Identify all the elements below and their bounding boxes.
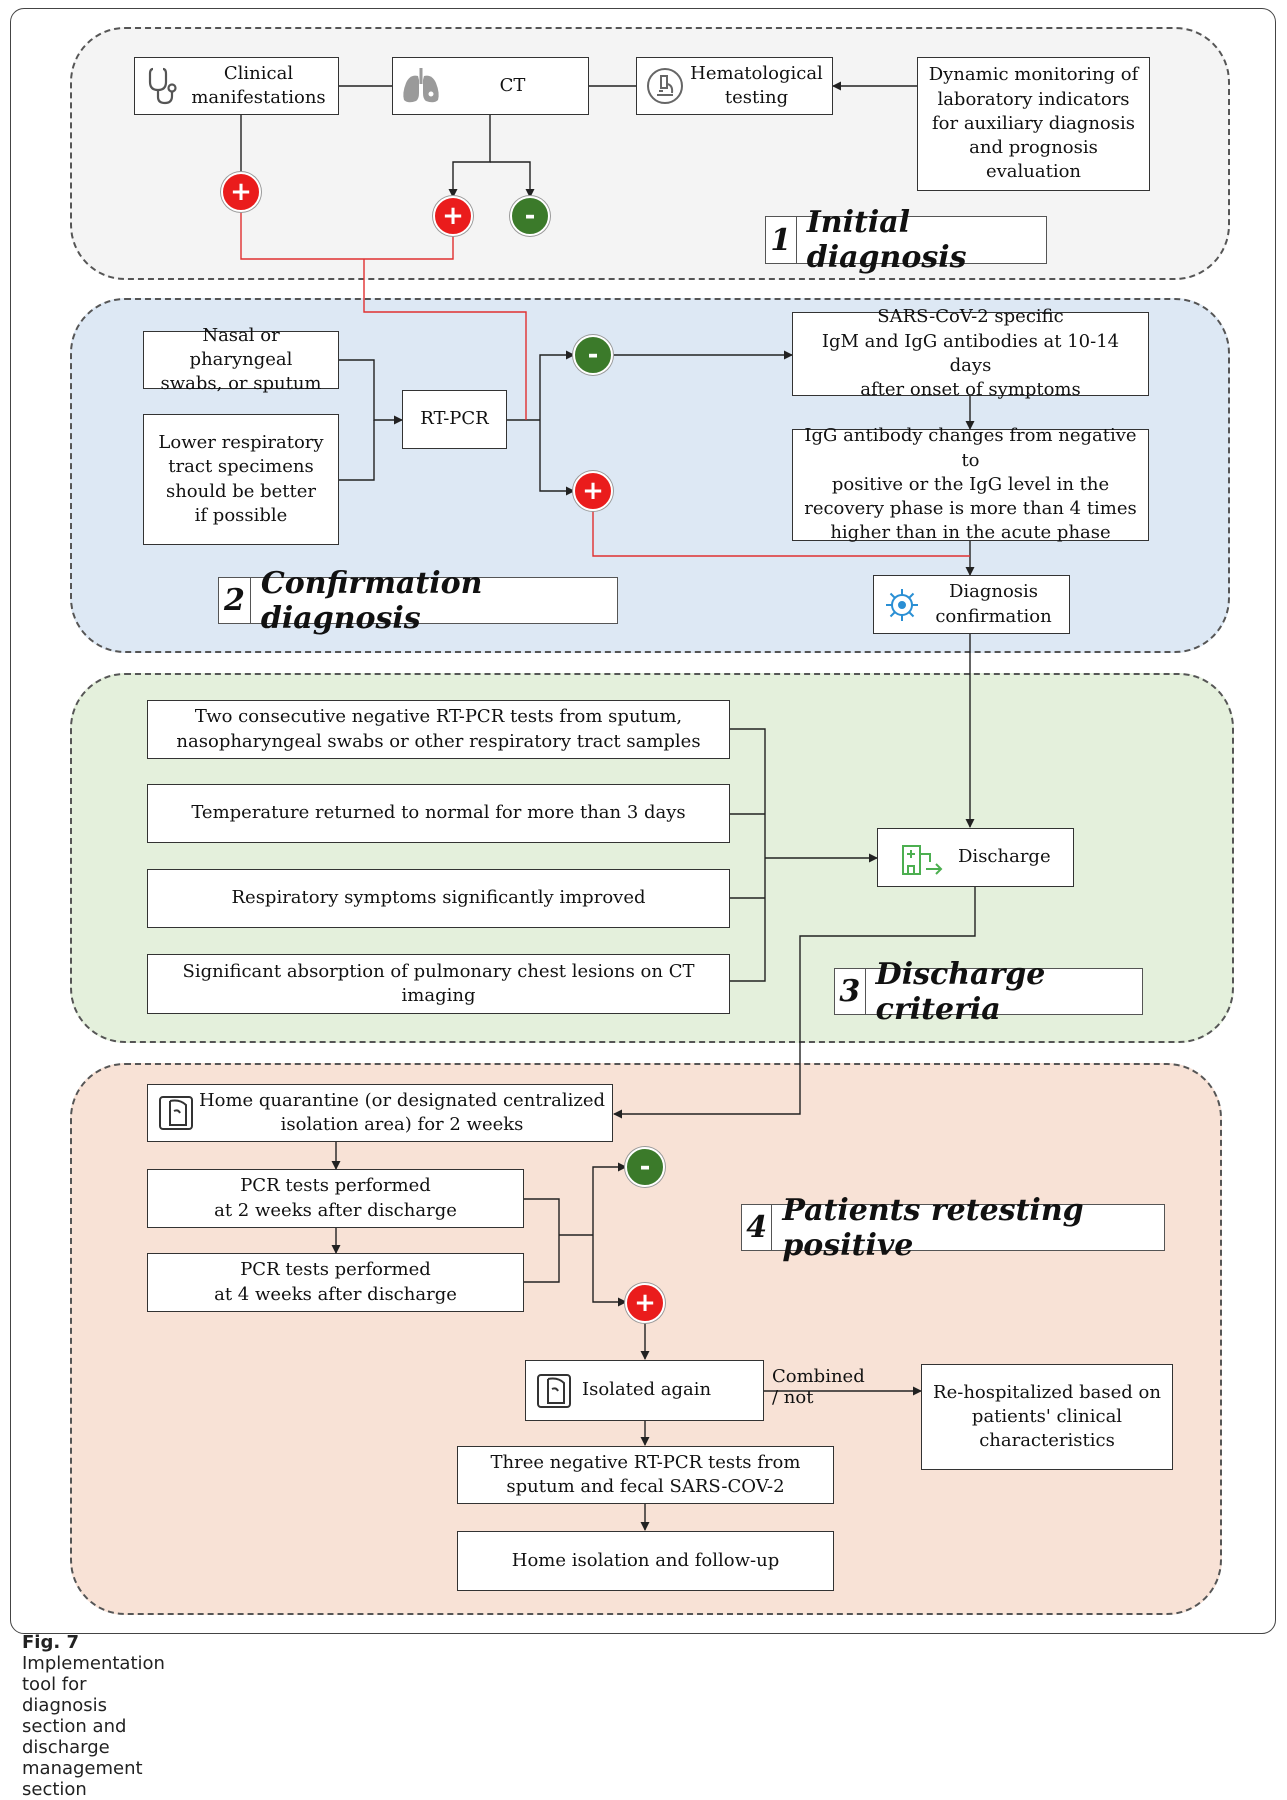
ct-box: CT bbox=[392, 57, 589, 115]
lungs-icon bbox=[399, 64, 443, 108]
section-title-retesting-positive: 4 Patients retesting positive bbox=[741, 1193, 1165, 1263]
clinical-manifestations-label: Clinical manifestations bbox=[191, 62, 326, 108]
rt-pcr-box: RT-PCR bbox=[402, 390, 507, 449]
edge-ct-split bbox=[448, 115, 491, 198]
diagnosis-confirmation-box: Diagnosis confirmation bbox=[873, 575, 1070, 634]
connector-lines bbox=[240, 81, 976, 1531]
isolated-again-box: Isolated again bbox=[525, 1360, 764, 1421]
home-isolation-box: Home isolation and follow-up bbox=[457, 1531, 834, 1591]
edge-rtpcr-minus bbox=[539, 350, 575, 420]
clinical-manifestations-box: Clinical manifestations bbox=[134, 57, 339, 115]
three-negative-box: Three negative RT-PCR tests from sputum … bbox=[457, 1446, 834, 1504]
diagnosis-confirmation-label: Diagnosis confirmation bbox=[935, 581, 1052, 627]
combined-not-label: Combined / not bbox=[772, 1366, 865, 1408]
positive-path-initial bbox=[240, 212, 454, 260]
minus-badge-ct: - bbox=[510, 196, 550, 236]
criterion-temperature-label: Temperature returned to normal for more … bbox=[191, 802, 686, 824]
pcr-2-weeks-box: PCR tests performed at 2 weeks after dis… bbox=[147, 1169, 524, 1228]
edge-lower-rtpcr bbox=[339, 420, 375, 481]
lower-respiratory-label: Lower respiratory tract specimens should… bbox=[158, 431, 324, 526]
rehospitalized-label: Re-hospitalized based on patients' clini… bbox=[933, 1381, 1161, 1452]
figure-number: Fig. 7 bbox=[22, 1632, 79, 1653]
door-icon bbox=[532, 1369, 576, 1413]
figure-caption-text: Implementation tool for diagnosis sectio… bbox=[22, 1653, 165, 1800]
sars-antibody-box: SARS-CoV-2 specific IgM and IgG antibodi… bbox=[792, 306, 1149, 400]
plus-badge-clinical: + bbox=[221, 172, 261, 212]
isolated-again-label: Isolated again bbox=[582, 1379, 712, 1401]
edge-ct-minus bbox=[490, 161, 535, 198]
section-number: 4 bbox=[742, 1205, 773, 1250]
microscope-icon bbox=[643, 64, 687, 108]
three-negative-label: Three negative RT-PCR tests from sputum … bbox=[490, 1451, 801, 1497]
criterion-temperature-box: Temperature returned to normal for more … bbox=[147, 784, 730, 843]
figure-caption: Fig. 7 Implementation tool for diagnosis… bbox=[22, 1632, 165, 1800]
plus-badge-ct: + bbox=[433, 196, 473, 236]
rt-pcr-label: RT-PCR bbox=[420, 408, 489, 430]
edge-split-plus bbox=[592, 1235, 627, 1307]
ct-label: CT bbox=[499, 74, 526, 96]
section-title-initial-diagnosis: 1 Initial diagnosis bbox=[765, 205, 1047, 275]
criterion-respiratory-box: Respiratory symptoms significantly impro… bbox=[147, 869, 730, 928]
section-title-confirmation-diagnosis: 2 Confirmation diagnosis bbox=[218, 566, 618, 636]
section-name: Initial diagnosis bbox=[806, 205, 967, 275]
section-title-discharge-criteria: 3 Discharge criteria bbox=[834, 957, 1143, 1027]
rehospitalized-box: Re-hospitalized based on patients' clini… bbox=[921, 1364, 1173, 1470]
discharge-box: Discharge bbox=[877, 828, 1074, 887]
positive-path-to-rtpcr bbox=[363, 259, 527, 420]
section-number: 2 bbox=[219, 578, 251, 623]
hematological-testing-label: Hematological testing bbox=[690, 62, 823, 108]
pcr-4-weeks-label: PCR tests performed at 4 weeks after dis… bbox=[214, 1259, 457, 1305]
criterion-respiratory-label: Respiratory symptoms significantly impro… bbox=[231, 887, 646, 909]
edge-split-minus bbox=[592, 1162, 627, 1235]
discharge-label: Discharge bbox=[958, 846, 1051, 868]
dynamic-monitoring-label: Dynamic monitoring of laboratory indicat… bbox=[928, 64, 1139, 183]
minus-badge-pcr: - bbox=[625, 1147, 665, 1187]
stethoscope-icon bbox=[141, 64, 185, 108]
igg-change-box: IgG antibody changes from negative to po… bbox=[792, 425, 1149, 543]
minus-badge-rtpcr: - bbox=[573, 335, 613, 375]
edge-pcr-join bbox=[524, 1198, 560, 1283]
hematological-testing-box: Hematological testing bbox=[636, 57, 833, 115]
home-quarantine-box: Home quarantine (or designated centraliz… bbox=[147, 1084, 613, 1142]
home-isolation-label: Home isolation and follow-up bbox=[511, 1549, 780, 1571]
section-name: Patients retesting positive bbox=[782, 1192, 1084, 1263]
edge-crit1 bbox=[730, 728, 766, 982]
dynamic-monitoring-box: Dynamic monitoring of laboratory indicat… bbox=[917, 57, 1150, 191]
sars-antibody-label: SARS-CoV-2 specific IgM and IgG antibodi… bbox=[821, 306, 1120, 401]
criterion-negative-rtpcr-box: Two consecutive negative RT-PCR tests fr… bbox=[147, 700, 730, 759]
section-number: 1 bbox=[766, 217, 797, 263]
hospital-exit-icon bbox=[900, 836, 944, 880]
section-name: Confirmation diagnosis bbox=[260, 565, 483, 636]
door-icon bbox=[154, 1091, 198, 1135]
nasal-swab-label: Nasal or pharyngeal swabs, or sputum bbox=[160, 324, 322, 395]
edge-discharge-home bbox=[613, 887, 976, 1119]
home-quarantine-label: Home quarantine (or designated centraliz… bbox=[198, 1089, 606, 1135]
edge-nasal-rtpcr bbox=[339, 359, 403, 425]
lower-respiratory-box: Lower respiratory tract specimens should… bbox=[143, 414, 339, 545]
section-number: 3 bbox=[835, 969, 866, 1014]
plus-badge-pcr: + bbox=[625, 1283, 665, 1323]
positive-path-confirm bbox=[592, 511, 970, 557]
pcr-2-weeks-label: PCR tests performed at 2 weeks after dis… bbox=[214, 1175, 457, 1221]
criterion-ct-absorption-label: Significant absorption of pulmonary ches… bbox=[182, 960, 695, 1006]
pcr-4-weeks-box: PCR tests performed at 4 weeks after dis… bbox=[147, 1253, 524, 1312]
nasal-swab-box: Nasal or pharyngeal swabs, or sputum bbox=[143, 325, 339, 394]
plus-badge-rtpcr: + bbox=[573, 471, 613, 511]
criterion-negative-rtpcr-label: Two consecutive negative RT-PCR tests fr… bbox=[176, 706, 701, 752]
figure-frame bbox=[10, 8, 1276, 1634]
igg-change-label: IgG antibody changes from negative to po… bbox=[804, 425, 1137, 544]
edge-rtpcr-plus bbox=[539, 420, 575, 496]
virus-icon bbox=[880, 583, 924, 627]
section-name: Discharge criteria bbox=[875, 956, 1046, 1027]
criterion-ct-absorption-box: Significant absorption of pulmonary ches… bbox=[147, 954, 730, 1014]
